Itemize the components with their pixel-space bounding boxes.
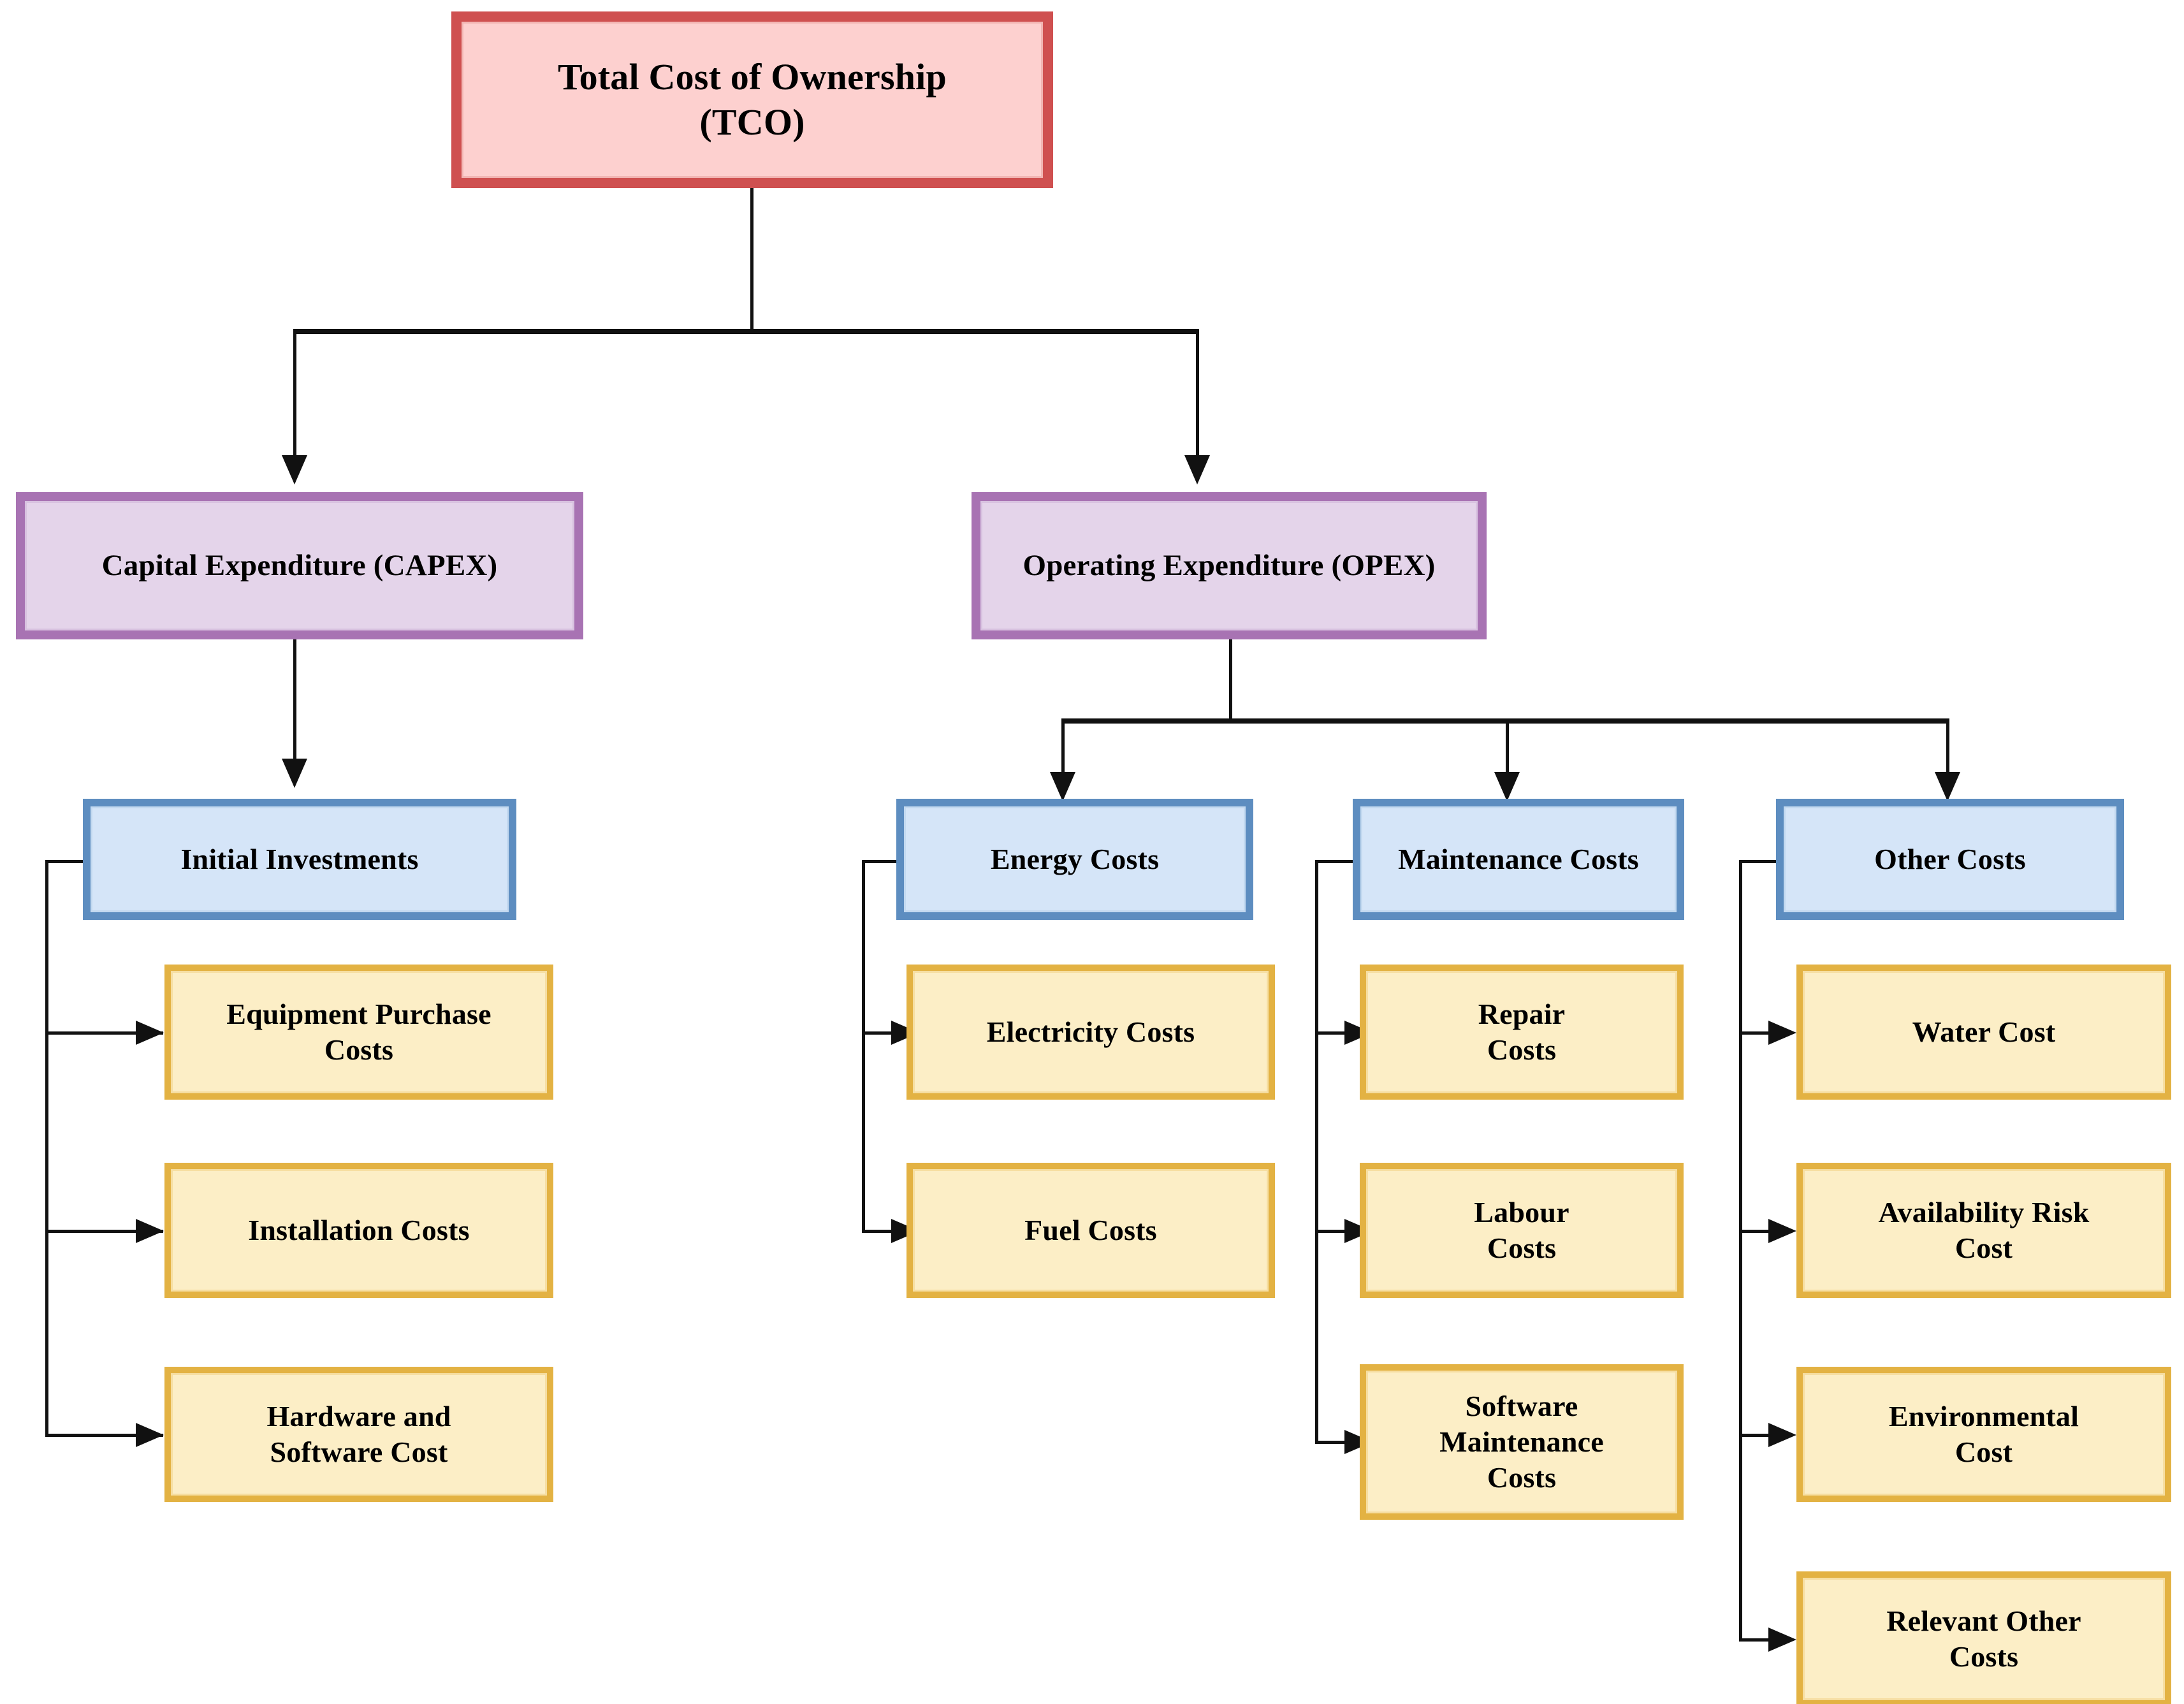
node-operating-expenditure[interactable]: Operating Expenditure (OPEX) [972,492,1487,639]
connector-initial-investments-trunk [45,860,48,1436]
connector-energy-branch-1 [862,1031,905,1035]
node-software-maintenance-costs[interactable]: Software Maintenance Costs [1360,1364,1684,1520]
connector-energy-trunk [862,860,865,1232]
connector-other-branch-4 [1739,1638,1782,1642]
connector-other-trunk [1739,860,1742,1641]
connector-initial-investments-tap [45,860,87,863]
node-labour-costs[interactable]: Labour Costs [1360,1163,1684,1298]
arrow-right-installation-costs-icon [136,1219,164,1243]
node-relevant-other-costs[interactable]: Relevant Other Costs [1796,1571,2171,1704]
connector-maintenance-branch-3 [1315,1441,1358,1444]
arrow-right-equipment-purchase-icon [136,1021,164,1045]
node-water-cost[interactable]: Water Cost [1796,965,2171,1100]
node-equipment-purchase-costs[interactable]: Equipment Purchase Costs [164,965,553,1100]
arrow-down-maintenance-costs-icon [1494,772,1520,801]
node-initial-investments[interactable]: Initial Investments [83,799,516,920]
connector-ii-branch-1 [45,1031,163,1035]
arrow-down-other-costs-icon [1935,772,1960,801]
connector-other-tap [1739,860,1780,863]
arrow-down-initial-investments-icon [282,759,307,788]
node-maintenance-costs[interactable]: Maintenance Costs [1353,799,1684,920]
connector-opex-to-energy [1061,718,1065,773]
connector-ii-branch-2 [45,1230,163,1233]
node-installation-costs[interactable]: Installation Costs [164,1163,553,1298]
node-capital-expenditure[interactable]: Capital Expenditure (CAPEX) [16,492,583,639]
arrow-right-hardware-software-icon [136,1423,164,1447]
connector-root-to-capex [293,329,296,456]
node-electricity-costs[interactable]: Electricity Costs [906,965,1275,1100]
connector-opex-bus [1061,718,1949,724]
arrow-down-opex-icon [1184,455,1210,484]
node-hardware-and-software-cost[interactable]: Hardware and Software Cost [164,1367,553,1502]
connector-capex-stem [293,639,296,761]
connector-ii-branch-3 [45,1434,163,1437]
arrow-down-energy-costs-icon [1050,772,1075,801]
connector-maintenance-branch-2 [1315,1230,1358,1233]
connector-root-to-opex [1196,329,1199,456]
connector-root-stem [750,188,753,331]
node-other-costs[interactable]: Other Costs [1776,799,2124,920]
connector-opex-to-other [1946,718,1949,773]
connector-opex-stem [1229,639,1232,721]
connector-root-bus [293,329,1198,334]
connector-maintenance-branch-1 [1315,1031,1358,1035]
arrow-down-capex-icon [282,455,307,484]
node-energy-costs[interactable]: Energy Costs [896,799,1253,920]
connector-maintenance-tap [1315,860,1357,863]
node-environmental-cost[interactable]: Environmental Cost [1796,1367,2171,1502]
connector-other-branch-3 [1739,1434,1782,1437]
connector-energy-tap [862,860,903,863]
connector-opex-to-maintenance [1506,718,1509,773]
connector-energy-branch-2 [862,1230,905,1233]
connector-other-branch-1 [1739,1031,1782,1035]
node-fuel-costs[interactable]: Fuel Costs [906,1163,1275,1298]
connector-other-branch-2 [1739,1230,1782,1233]
connector-maintenance-trunk [1315,860,1318,1443]
arrow-right-availability-risk-icon [1768,1219,1796,1243]
node-repair-costs[interactable]: Repair Costs [1360,965,1684,1100]
node-availability-risk-cost[interactable]: Availability Risk Cost [1796,1163,2171,1298]
node-total-cost-of-ownership[interactable]: Total Cost of Ownership (TCO) [451,11,1053,188]
arrow-right-relevant-other-costs-icon [1768,1628,1796,1652]
arrow-right-water-cost-icon [1768,1021,1796,1045]
arrow-right-environmental-cost-icon [1768,1423,1796,1447]
